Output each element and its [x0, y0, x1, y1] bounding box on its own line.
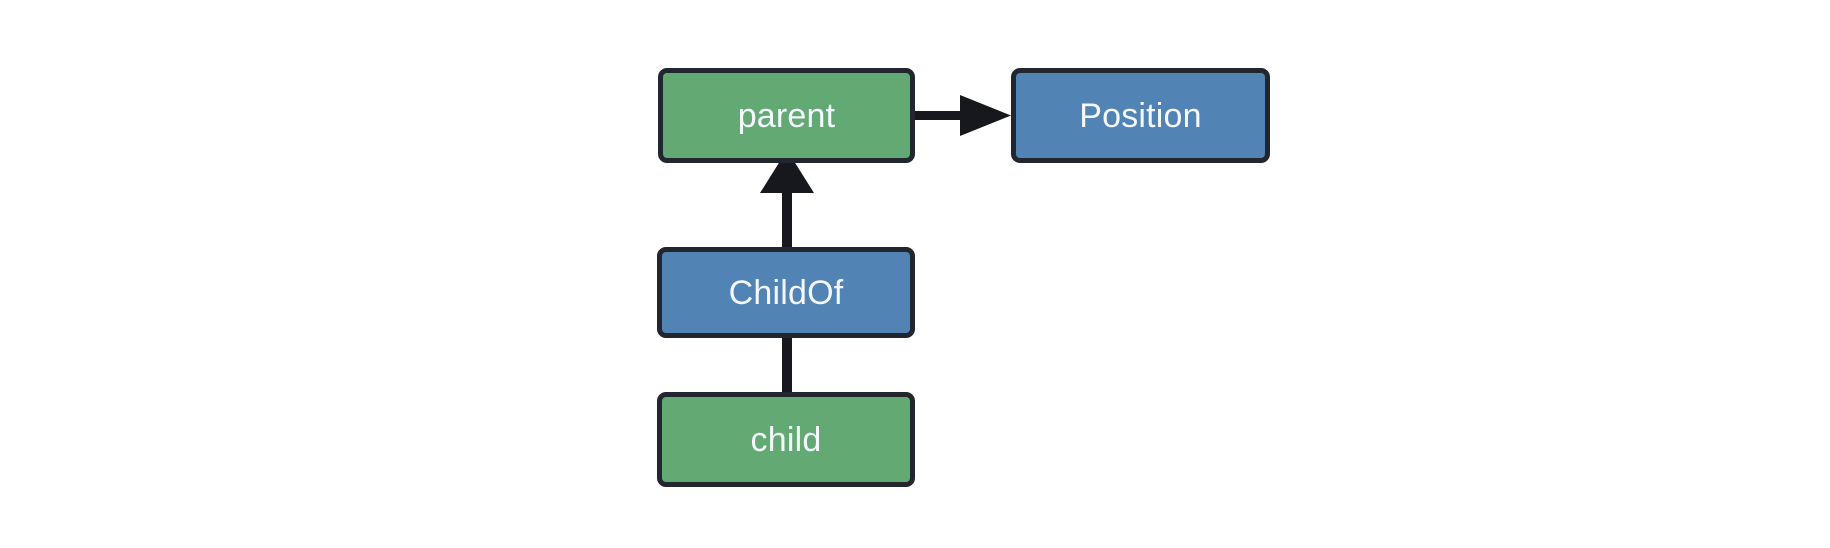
node-childof[interactable]: ChildOf [657, 247, 915, 338]
node-position[interactable]: Position [1011, 68, 1270, 163]
edge-parent-to-position [915, 95, 1011, 136]
edge-childof-to-parent [760, 150, 814, 247]
node-child[interactable]: child [657, 392, 915, 487]
node-parent[interactable]: parent [658, 68, 915, 163]
edge-child-to-childof [782, 338, 792, 392]
